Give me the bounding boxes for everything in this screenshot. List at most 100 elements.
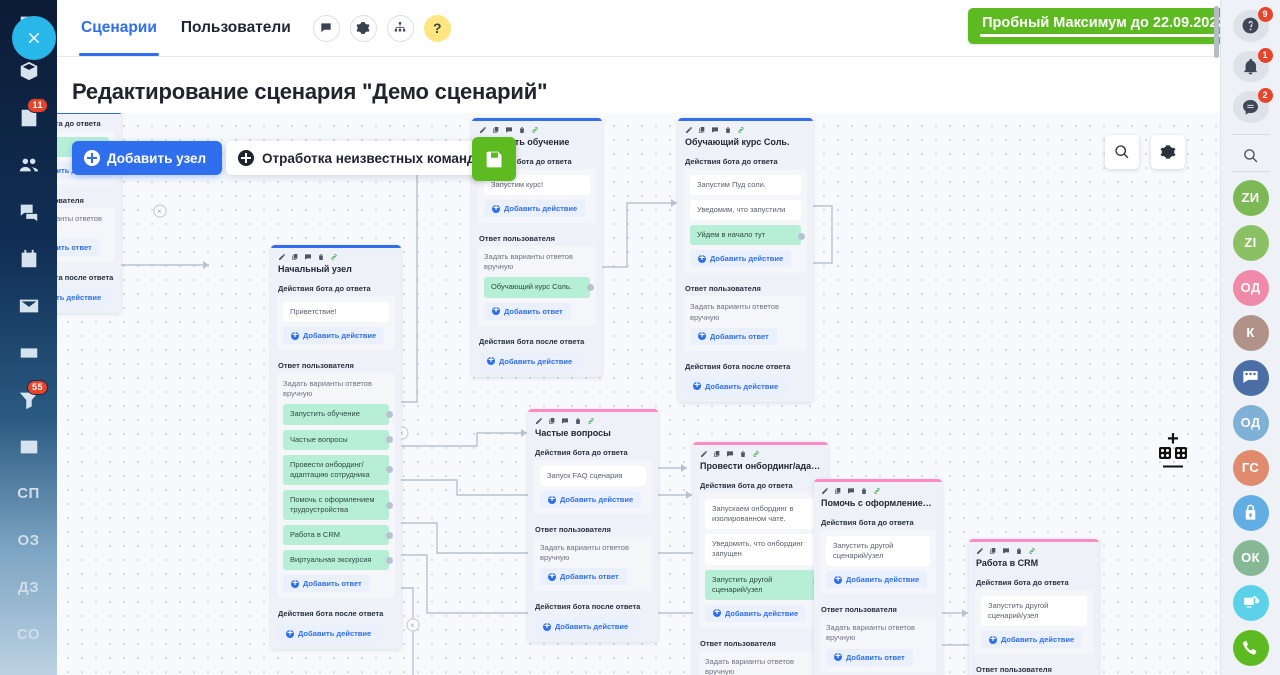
link-icon[interactable] [873, 487, 881, 495]
add-action-button[interactable]: Добавить действие [685, 377, 787, 395]
tab-scenarios[interactable]: Сценарии [69, 0, 169, 56]
comment-icon[interactable] [505, 126, 513, 134]
add-action-button[interactable]: Добавить действие [283, 327, 385, 345]
comment-icon[interactable] [726, 450, 734, 458]
node-toolbar[interactable] [278, 253, 394, 261]
help-button[interactable]: 9 [1232, 7, 1273, 42]
add-action-button[interactable]: Добавить действие [484, 200, 586, 218]
comment-icon[interactable] [847, 487, 855, 495]
add-action-button[interactable]: Добавить действие [540, 491, 642, 509]
node-toolbar[interactable] [535, 417, 651, 425]
output-socket[interactable] [386, 466, 393, 474]
avatar-crm[interactable] [1232, 584, 1269, 621]
action-card[interactable]: Запускаем онбординг в изолированном чате… [705, 499, 816, 530]
node-toolbar[interactable] [700, 450, 821, 458]
edit-icon[interactable] [278, 253, 286, 261]
action-card[interactable]: Запустить другой сценарий/узел [826, 536, 930, 567]
avatar-phone[interactable] [1232, 629, 1269, 666]
comment-icon[interactable] [1002, 547, 1010, 555]
copy-icon[interactable] [713, 450, 721, 458]
notifications-button[interactable]: 1 [1232, 47, 1273, 83]
trash-icon[interactable] [518, 126, 526, 134]
tab-users[interactable]: Пользователи [169, 0, 303, 56]
node-toolbar[interactable] [976, 547, 1092, 555]
close-button[interactable] [12, 16, 56, 60]
add-action-button[interactable]: Добавить действие [535, 618, 637, 636]
action-card[interactable]: Запуск FAQ сценария [540, 466, 646, 487]
messages-button[interactable]: 2 [1232, 88, 1273, 123]
add-action-button[interactable]: Добавить действие [981, 631, 1083, 649]
trash-icon[interactable] [724, 126, 732, 134]
add-action-button[interactable]: Добавить действие [705, 604, 807, 622]
save-button[interactable] [472, 137, 516, 181]
sidebar-item-funnel[interactable]: 55 [0, 376, 57, 423]
edit-icon[interactable] [685, 126, 693, 134]
output-socket[interactable] [386, 501, 393, 509]
avatar-group[interactable] [1232, 359, 1269, 396]
avatar-zi-2[interactable]: ZI [1232, 224, 1269, 261]
zoom-controls[interactable]: + — [1159, 428, 1187, 477]
link-icon[interactable] [752, 450, 760, 458]
scenario-canvas[interactable]: ×× ×× × Действия бота до ответа й узел Д… [57, 113, 1220, 675]
sidebar-item-dz[interactable]: ДЗ [0, 564, 57, 611]
action-card[interactable]: Уведомить, что онбординг запущен [705, 534, 816, 565]
link-icon[interactable] [330, 253, 338, 261]
comment-icon[interactable] [561, 417, 569, 425]
sidebar-item-sp[interactable]: СП [0, 470, 57, 517]
output-socket[interactable] [798, 233, 805, 241]
chat-button[interactable] [312, 14, 340, 42]
zoom-fit-icon[interactable] [1159, 447, 1171, 459]
zoom-out-button[interactable]: — [1163, 455, 1183, 477]
settings-button[interactable] [349, 14, 377, 42]
answer-option[interactable]: Обучающий курс Соль. [484, 277, 594, 298]
canvas-search-button[interactable] [1105, 135, 1139, 169]
avatar-zi-1[interactable]: ZИ [1232, 179, 1269, 216]
page-scrollbar[interactable] [1214, 6, 1219, 58]
link-icon[interactable] [587, 417, 595, 425]
link-icon[interactable] [531, 126, 539, 134]
unknown-commands-button[interactable]: Отработка неизвестных команд [226, 141, 492, 175]
link-icon[interactable] [1028, 547, 1036, 555]
add-action-button[interactable]: Добавить действие [690, 250, 792, 268]
sidebar-item-box[interactable] [0, 47, 57, 94]
help-button[interactable]: ? [423, 14, 451, 42]
edit-icon[interactable] [821, 487, 829, 495]
trash-icon[interactable] [739, 450, 747, 458]
node-toolbar[interactable] [479, 126, 595, 134]
trash-icon[interactable] [860, 487, 868, 495]
answer-option[interactable]: Запустить обучение [283, 404, 393, 425]
avatar-ok[interactable]: ОК [1232, 539, 1269, 576]
copy-icon[interactable] [834, 487, 842, 495]
copy-icon[interactable] [492, 126, 500, 134]
sidebar-item-calendar[interactable] [0, 235, 57, 282]
node-course-sol[interactable]: Обучающий курс Соль.Действия бота до отв… [678, 118, 813, 402]
edit-icon[interactable] [479, 126, 487, 134]
comment-icon[interactable] [711, 126, 719, 134]
sidebar-item-pt[interactable]: ПТ [0, 658, 57, 675]
add-action-button[interactable]: Добавить действие [479, 352, 581, 370]
output-socket[interactable] [386, 436, 393, 444]
copy-icon[interactable] [291, 253, 299, 261]
add-action-button[interactable]: Добавить действие [278, 625, 380, 643]
add-answer-button[interactable]: Добавить ответ [690, 327, 777, 345]
add-action-button[interactable]: Добавить действие [57, 289, 110, 307]
rail-search-button[interactable] [1233, 143, 1269, 169]
zoom-in-button[interactable]: + [1167, 428, 1179, 450]
avatar-od-2[interactable]: ОД [1232, 404, 1269, 441]
answer-option[interactable]: Виртуальная экскурсия [283, 550, 393, 571]
answer-option[interactable]: Провести онбординг/ адаптацию сотрудника [283, 454, 393, 485]
action-card-linked[interactable]: Уйдем в начало тут [690, 225, 805, 246]
add-answer-button[interactable]: Добавить ответ [826, 648, 913, 666]
edit-icon[interactable] [700, 450, 708, 458]
sidebar-item-drive[interactable] [0, 329, 57, 376]
trash-icon[interactable] [1015, 547, 1023, 555]
avatar-od-1[interactable]: ОД [1232, 269, 1269, 306]
trash-icon[interactable] [574, 417, 582, 425]
sidebar-item-so[interactable]: СО [0, 611, 57, 658]
action-card[interactable]: Приветствие! [283, 302, 389, 323]
sidebar-item-team[interactable] [0, 141, 57, 188]
